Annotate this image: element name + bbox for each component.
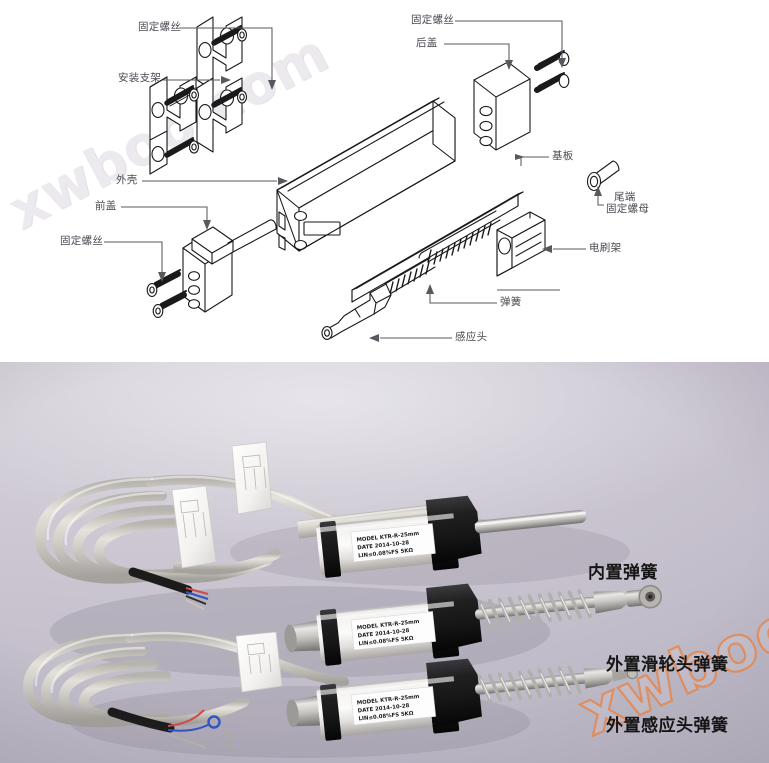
hang-tag-b <box>231 441 273 515</box>
label-brush-holder: 电刷架 <box>589 242 622 254</box>
screw-4 <box>164 137 200 158</box>
label-fixing-screw-top-right: 固定螺丝 <box>411 14 455 26</box>
label-fixing-screw-bottom: 固定螺丝 <box>60 235 104 247</box>
sensing-head-shape <box>321 283 392 340</box>
callout-external-sensing-head-spring: 外置感应头弹簧 <box>606 716 729 736</box>
screw-3 <box>211 87 248 108</box>
callout-built-in-spring: 内置弹簧 <box>588 563 658 583</box>
diagram-leaders <box>104 20 604 342</box>
diagram-linework <box>104 16 620 342</box>
callout-external-pulley-head-spring: 外置滑轮头弹簧 <box>606 655 729 675</box>
label-fixing-screw-top-left: 固定螺丝 <box>138 21 182 33</box>
label-end-fixing-nut-line2: 固定螺母 <box>606 203 650 215</box>
housing-shape <box>276 97 456 252</box>
spring-upper <box>418 210 501 265</box>
svg-text:LIN≤0.08%FS 5KΩ: LIN≤0.08%FS 5KΩ <box>358 636 414 648</box>
screw-1 <box>164 85 200 107</box>
svg-text:LIN≤0.08%FS 5KΩ: LIN≤0.08%FS 5KΩ <box>358 548 414 560</box>
brush-holder-shape <box>496 211 546 277</box>
sensor-middle: MODEL KTR-R-25mm DATE 2014-10-28 LIN≤0.0… <box>284 583 663 666</box>
label-housing: 外壳 <box>116 174 138 186</box>
mounting-bracket-c <box>196 77 243 153</box>
wire-leads-upper <box>128 567 209 610</box>
label-mounting-bracket: 安装支架 <box>118 72 162 84</box>
sensor-top: MODEL KTR-R-25mm DATE 2014-10-28 LIN≤0.0… <box>297 495 587 578</box>
screw-front-1 <box>146 269 181 297</box>
mounting-bracket-d <box>149 130 168 175</box>
hang-tag-a <box>171 485 217 569</box>
spring-lower <box>384 257 436 295</box>
hang-tag-c <box>235 631 283 693</box>
screw-rear-2 <box>534 72 570 93</box>
product-photo: MODEL KTR-R-25mm DATE 2014-10-28 LIN≤0.0… <box>0 362 769 763</box>
front-cover-shape <box>182 219 277 313</box>
svg-text:DATE 2014-10-28: DATE 2014-10-28 <box>357 703 410 714</box>
label-end-fixing-nut-line1: 尾端 <box>614 191 636 203</box>
photo-vignette <box>0 362 769 763</box>
exploded-diagram: xwboo.com <box>0 0 769 360</box>
label-front-cover: 前盖 <box>95 200 117 212</box>
svg-text:DATE 2014-10-28: DATE 2014-10-28 <box>357 628 410 639</box>
rear-cover-shape <box>473 61 531 151</box>
base-plate-shape <box>351 191 524 303</box>
label-sensing-head: 感应头 <box>455 331 488 343</box>
label-base-plate: 基板 <box>552 150 574 162</box>
svg-text:LIN≤0.08%FS 5KΩ: LIN≤0.08%FS 5KΩ <box>358 711 414 723</box>
label-rear-cover: 后盖 <box>416 37 438 49</box>
svg-text:DATE 2014-10-28: DATE 2014-10-28 <box>357 540 410 551</box>
end-fixing-nut-shape <box>586 160 620 192</box>
wire-leads-lower <box>107 707 235 757</box>
sensor-bottom: MODEL KTR-R-25mm DATE 2014-10-28 LIN≤0.0… <box>286 658 638 741</box>
screw-front-2 <box>152 290 187 318</box>
photo-objects: MODEL KTR-R-25mm DATE 2014-10-28 LIN≤0.0… <box>22 441 663 758</box>
label-spring: 弹簧 <box>500 296 522 308</box>
